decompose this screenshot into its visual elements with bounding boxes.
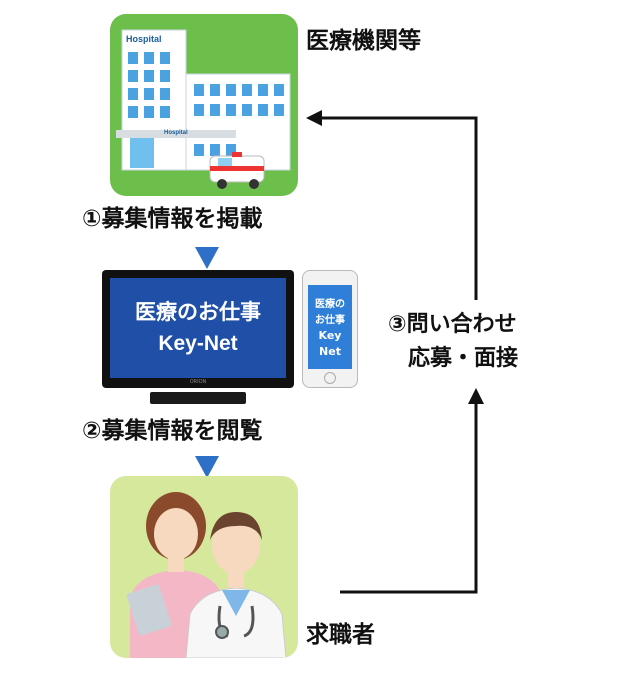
step2-label: ②募集情報を閲覧 xyxy=(82,418,263,444)
tv-monitor: 医療のお仕事 Key-Net ORION xyxy=(102,270,294,408)
step3-label-line2: 応募・面接 xyxy=(408,346,519,371)
phone-text-line4: Net xyxy=(319,345,341,358)
tv-title-line2: Key-Net xyxy=(158,332,238,355)
building-sign: Hospital xyxy=(126,34,162,44)
job-seeker-label: 求職者 xyxy=(306,622,375,648)
phone-text-line3: Key xyxy=(318,329,342,342)
feedback-flow-arrow xyxy=(306,110,484,594)
job-seeker-illustration xyxy=(110,476,298,658)
step3-label-line1: ③問い合わせ xyxy=(388,312,517,337)
step1-label: ①募集情報を掲載 xyxy=(82,206,263,232)
hospital-illustration: Hospital Hospital xyxy=(110,14,298,196)
tv-stand xyxy=(150,392,246,404)
phone-text-line2: お仕事 xyxy=(315,315,345,326)
tv-title-line1: 医療のお仕事 xyxy=(135,300,261,324)
smartphone: 医療の お仕事 Key Net xyxy=(302,270,358,388)
phone-screen: 医療の お仕事 Key Net xyxy=(308,285,352,369)
tv-brand: ORION xyxy=(189,379,207,385)
phone-text-line1: 医療の xyxy=(315,299,345,310)
tv-screen: 医療のお仕事 Key-Net xyxy=(110,278,286,378)
home-button-icon xyxy=(324,372,336,384)
down-arrow-icon xyxy=(194,246,220,270)
down-arrow-icon xyxy=(194,455,220,479)
entrance-sign: Hospital xyxy=(164,130,188,136)
hospital-label: 医療機関等 xyxy=(306,28,421,54)
